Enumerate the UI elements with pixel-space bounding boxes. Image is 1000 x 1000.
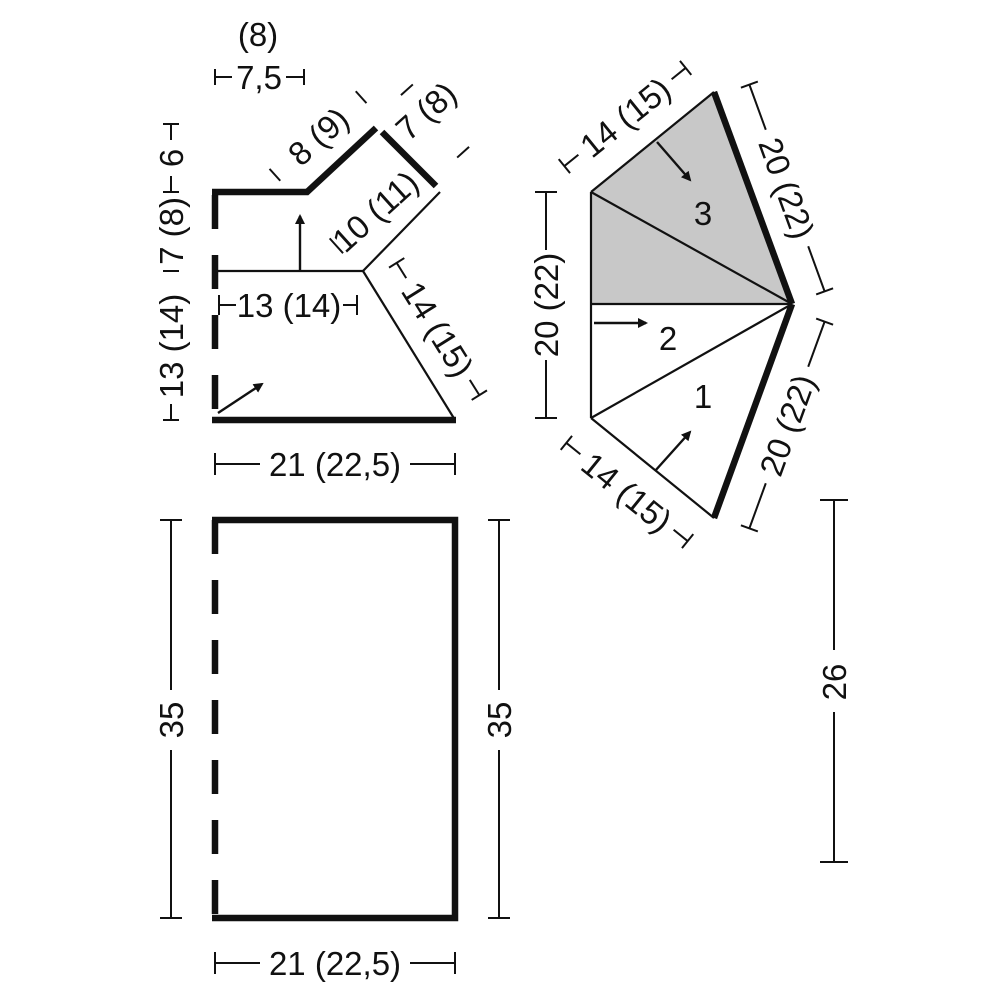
section-number-1: 1: [694, 378, 712, 415]
body-piece: 35 35 21 (22,5): [153, 516, 518, 982]
yoke-shoulder-edge: [379, 129, 439, 189]
shaded-section-3: [591, 92, 792, 304]
dim-tick: [355, 90, 368, 104]
dim-tick: [679, 60, 693, 76]
yoke-neck-slope: [303, 125, 379, 196]
dim-label: 26: [816, 664, 853, 701]
knit-direction-arrow: [656, 141, 692, 182]
dim-label: (8): [238, 16, 278, 53]
body-outline: [212, 516, 459, 922]
fan-edge: [590, 91, 715, 193]
dim-label: 20 (22): [528, 253, 565, 358]
dim-tick: [471, 389, 488, 401]
dim-line: [468, 379, 481, 396]
yoke-shoulder-slope: [362, 191, 441, 272]
dim-line: [565, 442, 582, 456]
dim-label: 14 (15): [394, 275, 481, 383]
dim-line: [672, 528, 689, 542]
fan-radial-line: [590, 303, 793, 419]
length-dimension-26: 26: [816, 499, 853, 863]
dim-label: 35: [481, 702, 518, 739]
dim-line: [807, 245, 826, 292]
dim-label: 7 (8): [388, 75, 463, 148]
dim-tick: [815, 287, 834, 296]
dim-label: 35: [153, 702, 190, 739]
sleeve-fan-piece: 3 2 1 14 (15) 20 (22) 20 (22) 2: [528, 60, 834, 549]
dim-tick: [400, 83, 414, 96]
fan-radial-line: [590, 191, 793, 305]
dim-tick: [328, 237, 344, 254]
fan-outer-edge: [710, 302, 796, 520]
dim-line: [807, 321, 826, 368]
section-number-2: 2: [659, 320, 677, 357]
dim-tick: [456, 146, 470, 159]
yoke-armhole-edge: [362, 270, 456, 421]
dim-tick: [740, 524, 759, 533]
dim-label: 21 (22,5): [269, 945, 401, 982]
dim-tick: [388, 257, 405, 269]
dim-line: [563, 153, 580, 167]
yoke-piece: (8) 7,5 6 7 (8) 13 (14) 8 (9) 7 (8): [153, 16, 488, 483]
dim-label: 7,5: [236, 59, 282, 96]
knit-direction-arrow: [217, 382, 264, 415]
dim-tick: [815, 317, 834, 326]
dim-label: 14 (15): [574, 445, 679, 540]
dim-label: 13 (14): [237, 287, 342, 324]
fan-edge: [590, 417, 715, 519]
dim-label: 21 (22,5): [269, 446, 401, 483]
dim-label: 13 (14): [153, 294, 190, 399]
section-number-3: 3: [694, 195, 712, 232]
dim-tick: [681, 533, 695, 549]
fan-outer-edge: [710, 90, 796, 306]
dim-line: [748, 84, 767, 131]
dim-label: 8 (9): [281, 100, 356, 173]
dim-line: [395, 262, 408, 279]
dim-label: 6: [153, 149, 190, 167]
dim-label: 10 (11): [325, 163, 426, 259]
dim-line: [670, 67, 687, 81]
knit-direction-arrow: [654, 430, 692, 472]
dim-tick: [268, 168, 281, 182]
dim-label: 7 (8): [153, 197, 190, 265]
dim-line: [748, 482, 767, 529]
